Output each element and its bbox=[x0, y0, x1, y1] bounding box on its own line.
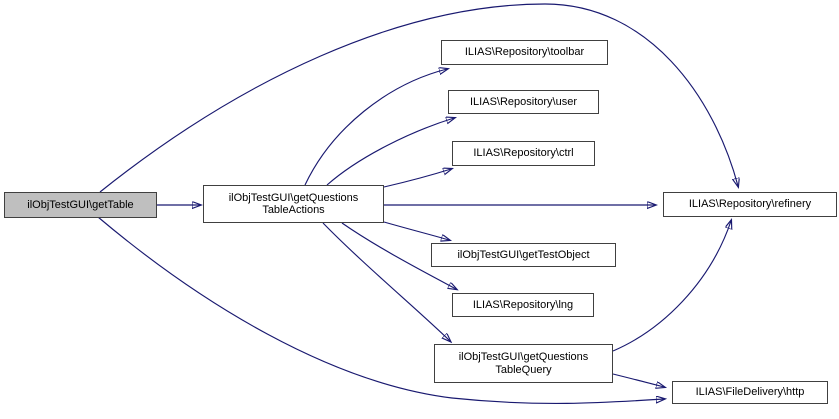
node-ilobjtestgui-gettable[interactable]: ilObjTestGUI\getTable bbox=[4, 192, 157, 218]
node-ilobjtestgui-getquestionstablequery[interactable]: ilObjTestGUI\getQuestions TableQuery bbox=[434, 344, 613, 383]
node-ilias-filedelivery-http[interactable]: ILIAS\FileDelivery\http bbox=[672, 381, 828, 404]
edge-tableactions-to-gettestobject bbox=[383, 221, 449, 240]
node-ilobjtestgui-getquestionstableactions[interactable]: ilObjTestGUI\getQuestions TableActions bbox=[203, 185, 384, 223]
node-ilias-repository-toolbar[interactable]: ILIAS\Repository\toolbar bbox=[441, 40, 608, 65]
edge-tableactions-to-lng bbox=[341, 222, 456, 289]
node-label: ilObjTestGUI\getTable bbox=[27, 198, 134, 211]
node-label: ILIAS\Repository\refinery bbox=[688, 198, 812, 211]
node-label-line1: ilObjTestGUI\getQuestions bbox=[458, 351, 589, 363]
node-label-line2: TableQuery bbox=[495, 363, 552, 376]
edge-gettable-to-http bbox=[97, 216, 664, 405]
node-label: ilObjTestGUI\getTestObject bbox=[457, 248, 590, 261]
node-ilobjtestgui-gettestobject[interactable]: ilObjTestGUI\getTestObject bbox=[431, 243, 616, 267]
node-label: ILIAS\Repository\user bbox=[470, 95, 577, 108]
node-label: ILIAS\Repository\ctrl bbox=[473, 147, 574, 160]
node-ilias-repository-ctrl[interactable]: ILIAS\Repository\ctrl bbox=[452, 141, 595, 166]
node-label: ILIAS\Repository\lng bbox=[472, 298, 574, 311]
edge-tableactions-to-toolbar bbox=[304, 69, 447, 186]
node-label-line2: TableActions bbox=[262, 204, 325, 216]
node-label: ILIAS\FileDelivery\http bbox=[695, 386, 805, 399]
node-ilias-repository-refinery[interactable]: ILIAS\Repository\refinery bbox=[663, 192, 837, 217]
node-label-line1: ilObjTestGUI\getQuestions bbox=[228, 191, 359, 204]
edge-tableactions-to-ctrl bbox=[383, 169, 451, 188]
node-ilias-repository-user[interactable]: ILIAS\Repository\user bbox=[448, 90, 599, 114]
edge-tablequery-to-refinery bbox=[612, 221, 731, 352]
edge-tableactions-to-user bbox=[326, 118, 454, 186]
node-ilias-repository-lng[interactable]: ILIAS\Repository\lng bbox=[452, 293, 594, 317]
edge-tableactions-to-tablequery bbox=[322, 222, 450, 341]
node-label: ILIAS\Repository\toolbar bbox=[464, 46, 585, 59]
edge-tablequery-to-http bbox=[612, 373, 664, 387]
edge-gettable-to-refinery bbox=[99, 3, 738, 193]
